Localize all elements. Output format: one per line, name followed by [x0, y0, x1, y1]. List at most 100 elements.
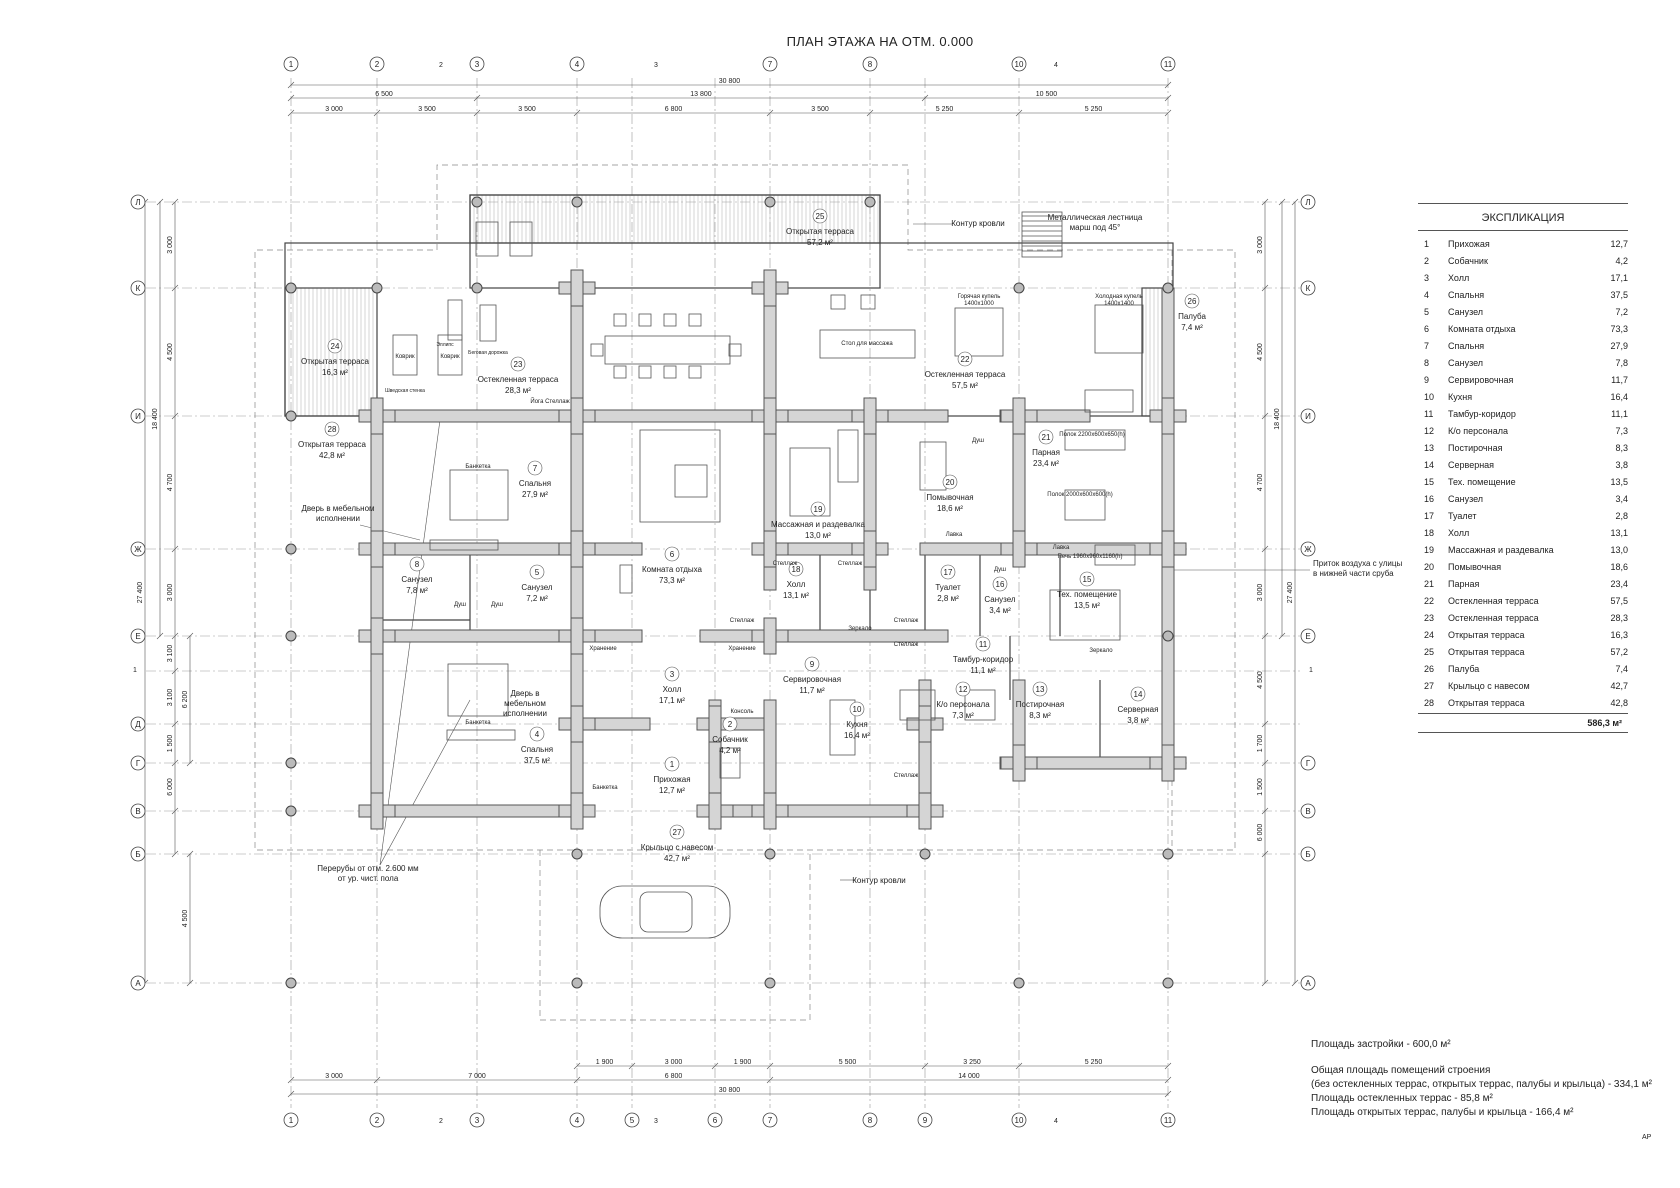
rack-label: Стеллаж: [730, 618, 755, 624]
chair: [663, 313, 677, 327]
row-axis-right-label: Г: [1306, 759, 1311, 768]
legend-area: 3,4: [1615, 493, 1628, 504]
row-axis-right-circle: [1300, 755, 1316, 771]
room-number-circle: [788, 561, 804, 577]
row-axis-right-circle: [1300, 975, 1316, 991]
hot-font-label: Горячая купель: [958, 294, 1001, 300]
log-cross-end: [1161, 397, 1175, 435]
room-number-circle: [722, 716, 738, 732]
dim-left-spans-tick: [171, 759, 179, 767]
legend-area: 57,5: [1610, 595, 1628, 606]
room-number-circle: [669, 824, 685, 840]
log-wall: [699, 629, 949, 643]
chair: [688, 313, 702, 327]
room-number-circle: [940, 564, 956, 580]
column-axis-top-label: 7: [768, 60, 773, 69]
summary-open-terraces: Площадь открытых террас, палубы и крыльц…: [1311, 1107, 1574, 1118]
dim-top-spans-value: 3 500: [811, 106, 829, 113]
legend-name: Санузел: [1448, 306, 1484, 317]
room-number-circle: [812, 208, 828, 224]
column-axis-top-circle: [469, 56, 485, 72]
row-axis-left-circle: [130, 541, 146, 557]
room-name: К/о персонала: [936, 700, 990, 709]
column-axis-top-circle: [369, 56, 385, 72]
section-mark: 1: [1309, 667, 1313, 674]
room-area: 7,8 м²: [406, 586, 428, 595]
column-axis-top-circle: [1160, 56, 1176, 72]
rug: [392, 334, 418, 376]
dim-top-groups-tick: [287, 94, 295, 102]
room-number-circle: [849, 701, 865, 717]
log-cross-end: [370, 530, 384, 568]
room-area: 8,3 м²: [1029, 711, 1051, 720]
rug-label: Коврик: [440, 354, 460, 360]
room-area: 37,5 м²: [524, 756, 550, 765]
dim-top-spans-value: 3 500: [518, 106, 536, 113]
legend-area: 13,5: [1610, 476, 1628, 487]
post: [285, 757, 297, 769]
log-cross-end: [763, 792, 777, 830]
room-number-circle: [957, 351, 973, 367]
room-number: 7: [533, 464, 538, 473]
row-axis-right-label: В: [1305, 807, 1310, 816]
legend-name: Прихожая: [1448, 238, 1490, 249]
column-axis-top-label: 3: [475, 60, 480, 69]
kitchen-counter: [899, 689, 936, 721]
room-name: Парная: [1032, 448, 1060, 457]
log-cross-end: [570, 530, 584, 568]
rack-label: Стеллаж: [894, 773, 919, 779]
legend-num: 28: [1424, 697, 1435, 708]
dim-top-groups-tick: [1164, 94, 1172, 102]
legend-name: Спальня: [1448, 340, 1485, 351]
legend-area: 37,5: [1610, 289, 1628, 300]
dim-top-spans-value: 3 500: [418, 106, 436, 113]
legend-num: 20: [1424, 561, 1435, 572]
room-area: 7,2 м²: [526, 594, 548, 603]
log-cross-end: [763, 397, 777, 435]
roof-contour: [254, 164, 1236, 851]
yoga-label: Йога Стеллаж: [530, 397, 569, 405]
section-mark: 3: [654, 62, 658, 69]
room-number: 19: [814, 505, 823, 514]
room-number-circle: [529, 726, 545, 742]
legend-title: ЭКСПЛИКАЦИЯ: [1418, 203, 1628, 231]
dim-bottom-groups-tick: [766, 1076, 774, 1084]
post: [764, 977, 776, 989]
legend-name: Открытая терраса: [1448, 646, 1525, 657]
shelf: [1064, 489, 1106, 521]
chair: [638, 365, 652, 379]
treadmill: [479, 304, 497, 342]
room-number-circle: [510, 356, 526, 372]
legend-name: Санузел: [1448, 357, 1484, 368]
roof-contour-label: Контур кровли: [951, 219, 1004, 228]
section-mark: 2: [439, 1118, 443, 1125]
storage-label: Хранение: [728, 646, 756, 652]
row-axis-left-circle: [130, 755, 146, 771]
rack-label: Стеллаж: [894, 642, 919, 648]
row-axis-right-label: Ж: [1304, 545, 1312, 554]
dim-right-total-a-value: 18 400: [1274, 408, 1281, 430]
legend-name: Крыльцо с навесом: [1448, 680, 1530, 691]
sunbed: [509, 221, 533, 257]
legend-num: 8: [1424, 357, 1430, 368]
room-area: 13,0 м²: [805, 531, 831, 540]
log-cross-end: [1012, 397, 1026, 435]
room-name: Остекленная терраса: [478, 375, 559, 384]
log-cross-end: [570, 705, 584, 743]
room-name: Помывочная: [926, 493, 973, 502]
column-axis-bottom-circle: [917, 1112, 933, 1128]
room-area: 16,4 м²: [844, 731, 870, 740]
dim-top-spans-tick: [287, 109, 295, 117]
log-cross-end: [918, 705, 932, 743]
dim-bottom-spans-tick: [573, 1062, 581, 1070]
dim-left-spans-tick: [171, 632, 179, 640]
post: [571, 196, 583, 208]
row-axis-left-circle: [130, 280, 146, 296]
dim-left-mid2-value: 4 500: [182, 910, 189, 928]
row-axis-left-label: Ж: [134, 545, 142, 554]
